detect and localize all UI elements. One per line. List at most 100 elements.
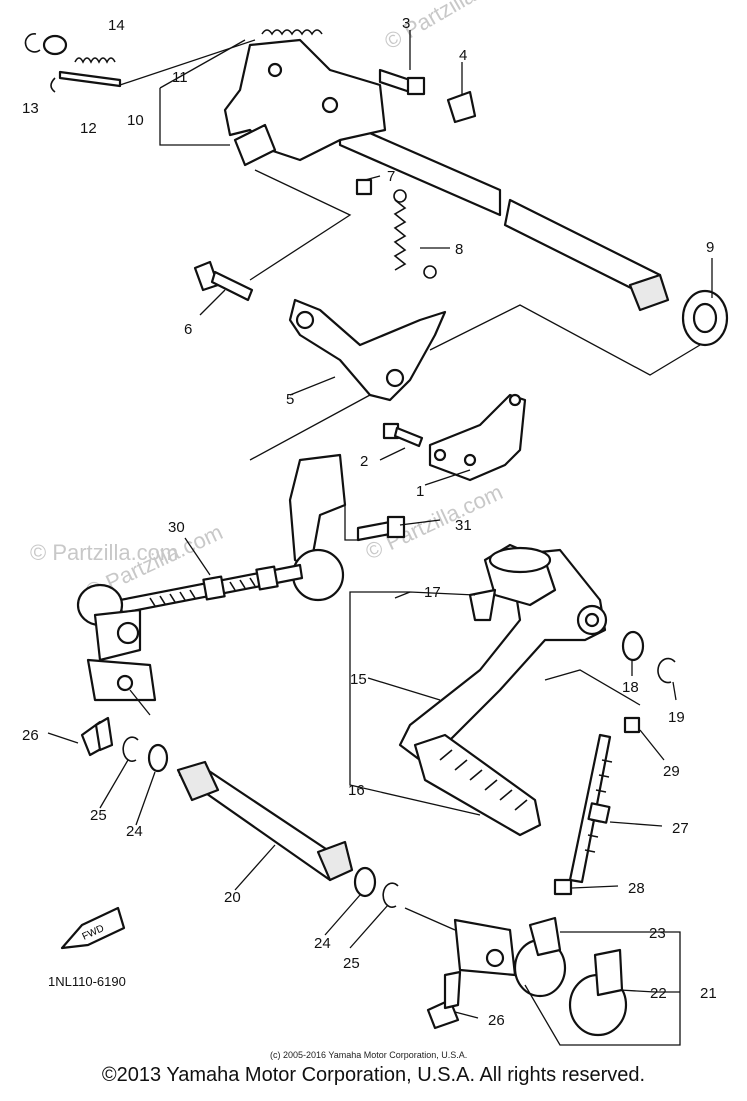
callout-6: 6 xyxy=(184,321,192,338)
pin-end xyxy=(50,77,56,93)
stopper-lever xyxy=(288,298,447,402)
bolt-3 xyxy=(378,68,412,94)
part-number-callouts: 3 4 14 11 13 12 10 7 8 9 6 5 2 1 30 31 1… xyxy=(22,15,717,1060)
rod-end-22-stem xyxy=(593,948,624,997)
callout-30: 30 xyxy=(168,519,185,536)
callout-24-left: 24 xyxy=(126,823,143,840)
callout-21: 21 xyxy=(700,985,717,1002)
nut-28 xyxy=(553,878,573,896)
callout-5: 5 xyxy=(286,391,294,408)
pin xyxy=(58,70,122,88)
bolt-6-shank xyxy=(210,270,254,302)
bolt-31-head xyxy=(386,515,406,539)
callout-12: 12 xyxy=(80,120,97,137)
leaders-left xyxy=(47,537,276,891)
dash-path-f xyxy=(404,907,456,931)
callout-11: 11 xyxy=(172,69,188,86)
tie-rod-nut-b xyxy=(255,565,279,591)
stopper-plate-1 xyxy=(428,393,527,482)
leaders-right xyxy=(571,729,665,889)
lever-arm-hole xyxy=(485,948,505,968)
callout-4: 4 xyxy=(459,47,467,64)
washer-14 xyxy=(42,34,68,56)
callout-23: 23 xyxy=(649,925,666,942)
return-spring xyxy=(261,29,323,36)
foot-rubber xyxy=(413,733,542,837)
callout-26-left: 26 xyxy=(22,727,39,744)
stopper-lever-hole xyxy=(295,310,315,330)
lever-arm-lower xyxy=(453,918,517,977)
washer-24-left xyxy=(147,743,169,773)
dash-path-d xyxy=(344,505,360,541)
spring-8-hook-2 xyxy=(423,265,437,279)
lever-hole xyxy=(267,62,283,78)
shift-pedal xyxy=(398,543,676,837)
tie-rod-thread xyxy=(149,577,256,607)
callout-2: 2 xyxy=(360,453,368,470)
fwd-arrow-shape xyxy=(60,906,126,950)
rod-end-assembly xyxy=(426,716,641,1037)
callout-9: 9 xyxy=(706,239,714,256)
circlip-25-right xyxy=(382,882,399,908)
callout-24-right: 24 xyxy=(314,935,331,952)
leader-15 xyxy=(367,677,441,701)
drawing-code: 1NL110-6190 xyxy=(48,974,126,989)
leaders-top xyxy=(364,30,713,298)
tie-rod-nut-a xyxy=(202,575,226,601)
callout-25-right: 25 xyxy=(343,955,360,972)
washer-24-right xyxy=(353,866,377,898)
callout-10: 10 xyxy=(127,112,144,129)
callout-8: 8 xyxy=(455,241,463,258)
bracket-15 xyxy=(349,591,481,816)
plate-hole-c xyxy=(508,393,522,407)
shaft-spline xyxy=(628,273,670,312)
foot-rubber-ribs xyxy=(439,749,528,811)
pin-spring xyxy=(74,57,116,64)
callout-13: 13 xyxy=(22,100,39,117)
callout-1: 1 xyxy=(416,483,424,500)
callout-20: 20 xyxy=(224,889,241,906)
front-direction-arrow: FWD xyxy=(60,906,126,950)
bolt-7 xyxy=(355,178,373,196)
screw-2-shank xyxy=(393,426,424,448)
callout-26-lower: 26 xyxy=(488,1012,505,1029)
callout-29: 29 xyxy=(663,763,680,780)
joint-23-stem xyxy=(528,916,562,957)
callout-7: 7 xyxy=(387,168,395,185)
watermark-left: © Partzilla.com xyxy=(30,540,178,565)
callout-15: 15 xyxy=(350,671,367,688)
bracket-21 xyxy=(524,931,681,1046)
leader-22 xyxy=(619,989,680,993)
callout-17: 17 xyxy=(424,584,441,601)
callout-27: 27 xyxy=(672,820,689,837)
callout-28: 28 xyxy=(628,880,645,897)
dash-path-c xyxy=(249,394,371,461)
dash-path-a xyxy=(249,169,352,281)
clip-4 xyxy=(446,90,477,124)
adjuster-nut-body xyxy=(587,802,611,824)
leaders-middle xyxy=(199,289,471,526)
spring-8-hook xyxy=(393,189,407,203)
bolt-26-lower-shank xyxy=(443,970,462,1010)
spring-8 xyxy=(393,199,407,271)
oil-seal-inner xyxy=(692,302,718,334)
circlip-25-left xyxy=(122,736,139,762)
shift-linkage xyxy=(76,453,406,702)
leader-17 xyxy=(394,591,476,599)
plate-hole-a xyxy=(433,448,447,462)
bolt-26-left-shank xyxy=(94,716,114,752)
shift-shaft-assembly xyxy=(24,29,729,402)
callout-3: 3 xyxy=(402,15,410,32)
pedal-pivot-hole xyxy=(584,612,600,628)
callout-22: 22 xyxy=(650,985,667,1002)
callout-16: 16 xyxy=(348,782,365,799)
leader-lines xyxy=(47,30,713,1046)
dash-path-b xyxy=(429,304,701,376)
lever-hole-2 xyxy=(321,96,339,114)
callout-18: 18 xyxy=(622,679,639,696)
upper-rubber-stem xyxy=(468,588,497,622)
leader-12-11 xyxy=(119,39,256,86)
shift-lever-finger xyxy=(233,123,277,167)
upper-rubber-top xyxy=(488,546,552,574)
